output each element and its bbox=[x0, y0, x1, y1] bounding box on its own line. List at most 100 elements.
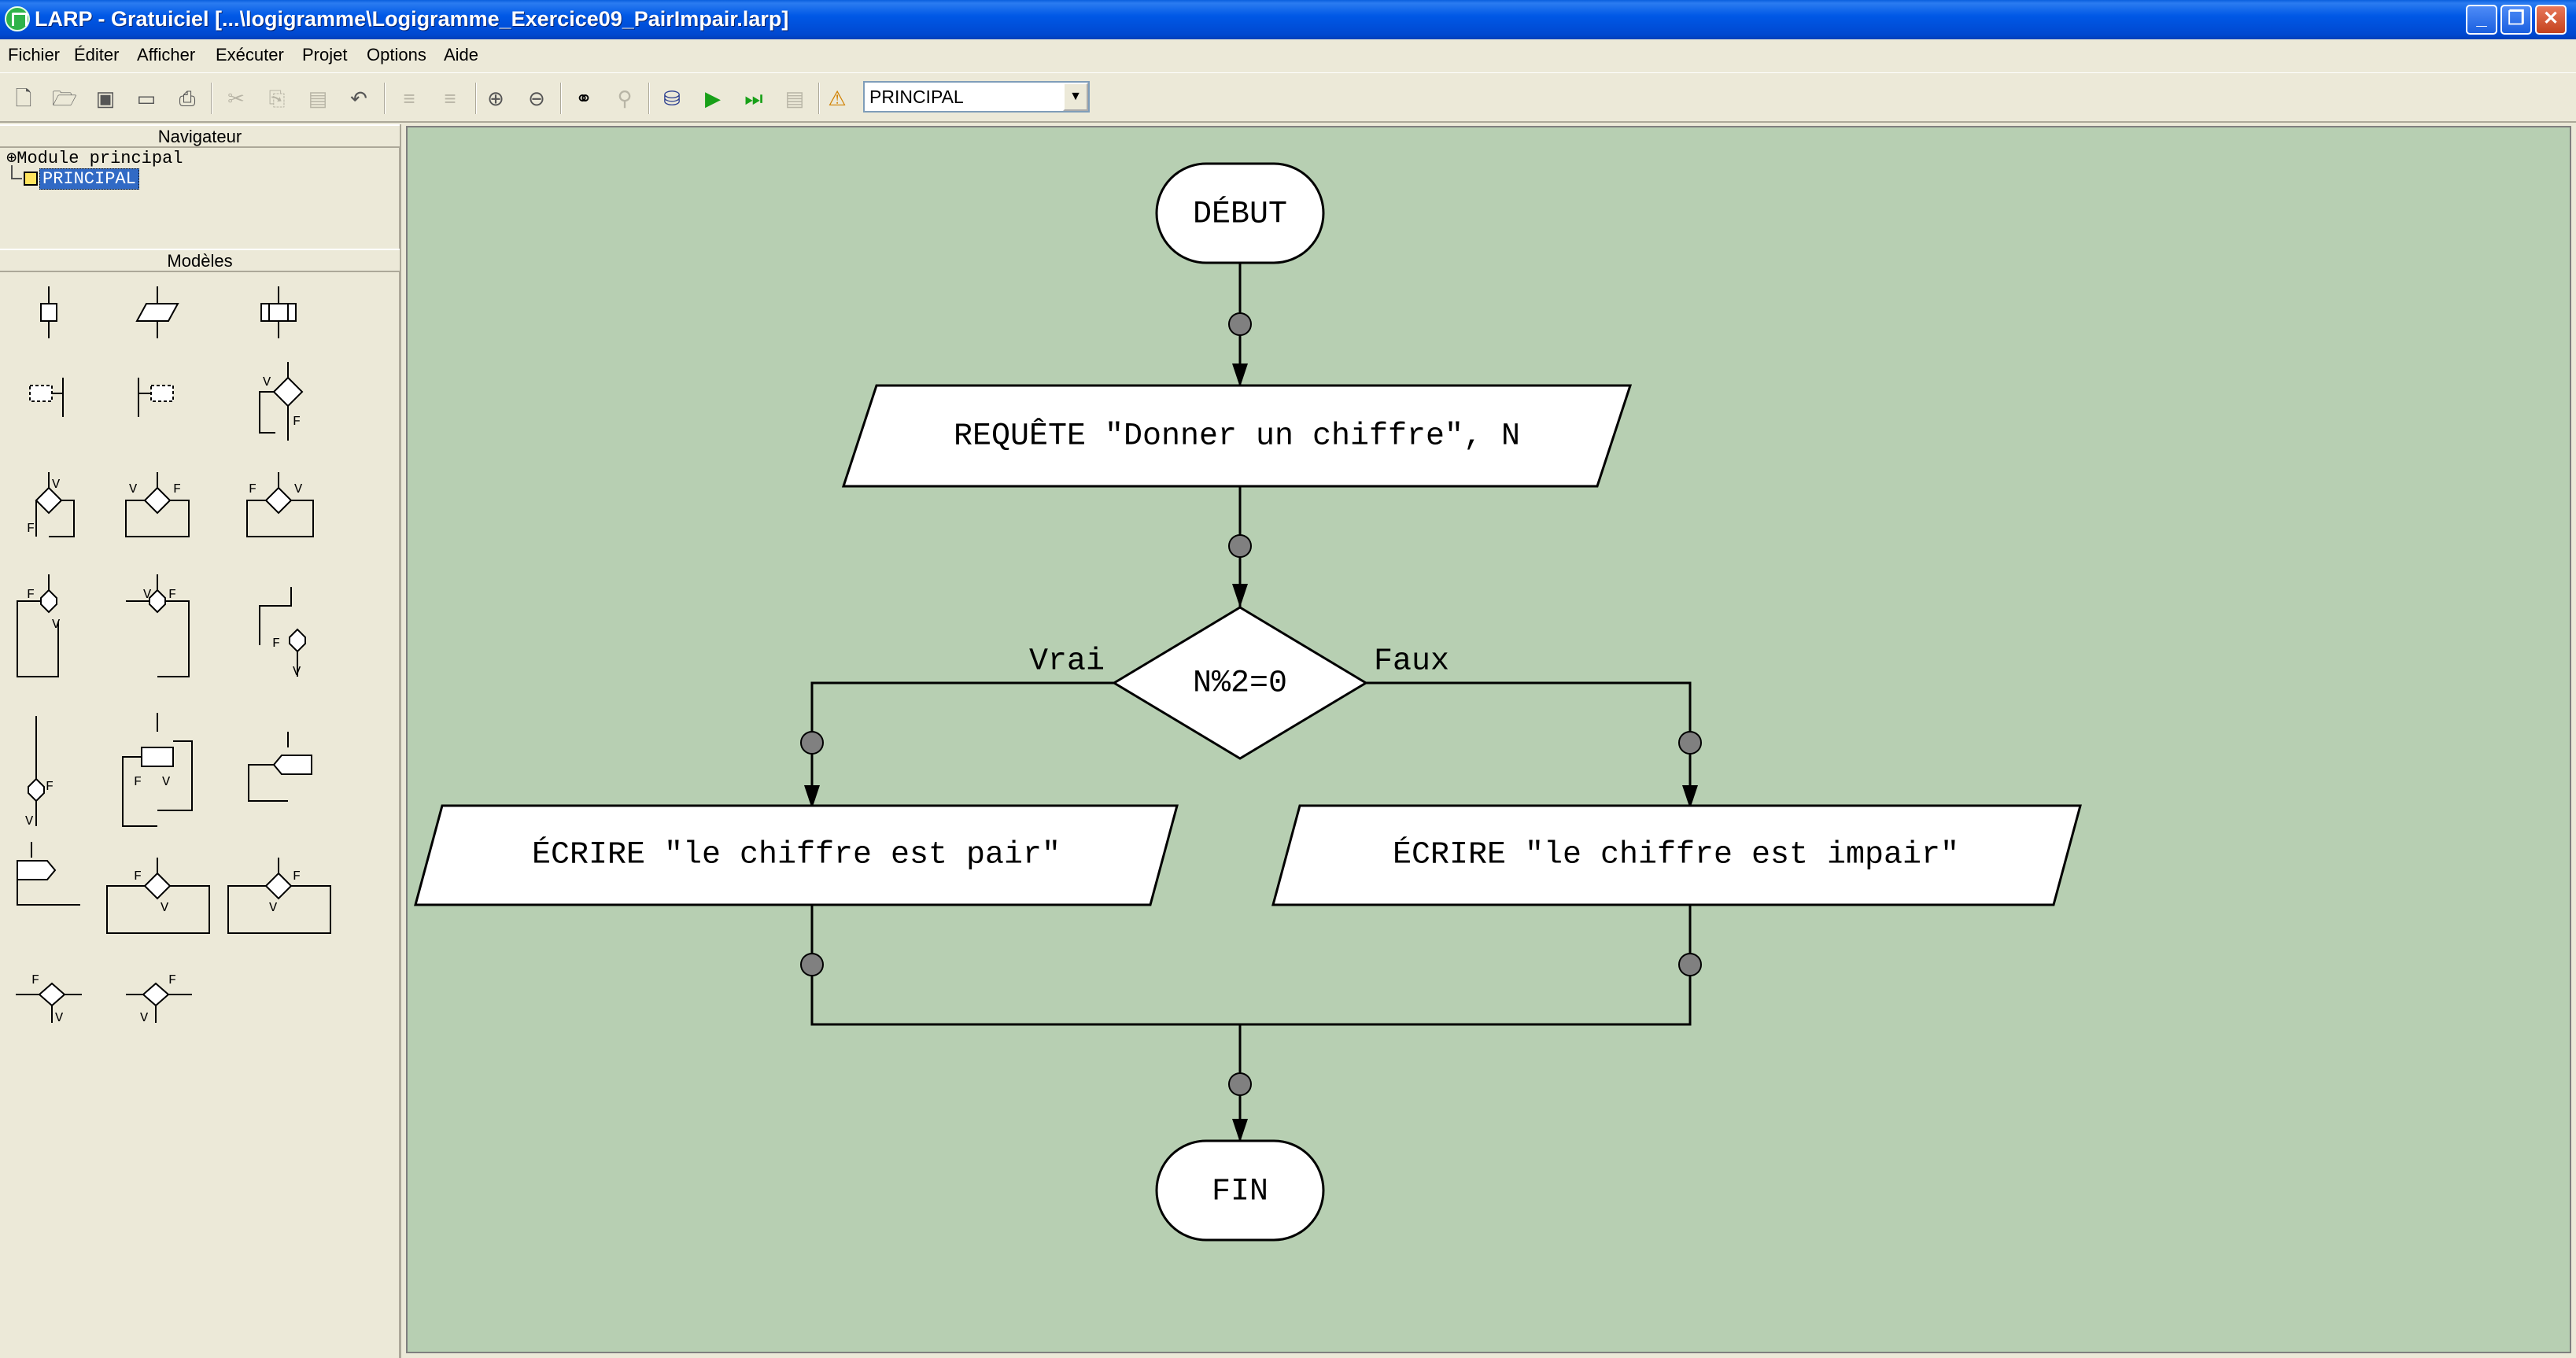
output-block-true[interactable] bbox=[414, 804, 1179, 906]
toolbar-separator bbox=[648, 83, 650, 114]
connector-dot[interactable] bbox=[1678, 731, 1702, 755]
false-branch-label: ÉCRIRE "le chiffre est impair" bbox=[1393, 836, 1959, 873]
menu-fichier[interactable]: Fichier bbox=[8, 45, 61, 65]
paste-icon[interactable]: ▤ bbox=[308, 87, 328, 110]
model-connector-out[interactable] bbox=[29, 378, 64, 417]
zoom-out-icon[interactable]: ⊖ bbox=[528, 87, 545, 110]
svg-text:F: F bbox=[27, 522, 35, 537]
menu-afficher[interactable]: Afficher bbox=[137, 45, 196, 65]
left-panel bbox=[0, 124, 401, 1358]
model-loop-decision[interactable] bbox=[259, 362, 304, 441]
replace-icon[interactable]: ⚲ bbox=[617, 87, 633, 110]
vrai-label: Vrai bbox=[1029, 644, 1105, 680]
print-icon[interactable]: ⎙ bbox=[179, 87, 196, 110]
svg-text:F: F bbox=[168, 973, 176, 988]
arrow-head bbox=[1682, 785, 1698, 809]
module-select[interactable]: PRINCIPAL bbox=[863, 81, 1090, 113]
compile-icon[interactable]: ⛁ bbox=[663, 87, 681, 110]
arrow-head bbox=[1232, 363, 1248, 387]
model-switch[interactable] bbox=[106, 858, 210, 934]
restore-button[interactable]: ❐ bbox=[2500, 5, 2532, 35]
run-icon[interactable]: ▶ bbox=[705, 87, 721, 110]
flow-line bbox=[810, 681, 1114, 809]
svg-text:V: V bbox=[129, 482, 138, 497]
model-call[interactable] bbox=[17, 842, 80, 906]
connector-dot[interactable] bbox=[800, 731, 824, 755]
svg-text:V: V bbox=[143, 588, 152, 603]
svg-text:F: F bbox=[46, 780, 54, 795]
copy-icon[interactable]: ⎘ bbox=[268, 87, 286, 110]
find-icon[interactable]: ⚭ bbox=[575, 87, 592, 110]
faux-label: Faux bbox=[1374, 644, 1449, 680]
connector-dot[interactable] bbox=[1228, 534, 1252, 558]
flowchart-canvas[interactable]: DÉBUT REQUÊTE "Donner un chiffre", N N%2… bbox=[406, 126, 2571, 1353]
chevron-down-icon[interactable]: ▼ bbox=[1063, 83, 1088, 111]
start-terminal[interactable] bbox=[1155, 162, 1325, 264]
zoom-in-icon[interactable]: ⊕ bbox=[487, 87, 504, 110]
new-icon[interactable]: 🗋 bbox=[15, 87, 32, 110]
svg-text:V: V bbox=[161, 901, 169, 916]
menu-projet[interactable]: Projet bbox=[302, 45, 348, 65]
indent-icon[interactable]: ≡ bbox=[403, 87, 415, 110]
model-while-loop[interactable] bbox=[17, 574, 59, 677]
model-if-then-else[interactable] bbox=[125, 472, 190, 537]
larp-app-icon[interactable] bbox=[5, 6, 30, 31]
flow-line bbox=[1366, 681, 1692, 809]
undo-icon[interactable]: ↶ bbox=[350, 87, 367, 110]
flow-line bbox=[810, 905, 1692, 1026]
svg-text:F: F bbox=[293, 415, 301, 430]
model-connector-in[interactable] bbox=[138, 378, 174, 417]
model-do-while[interactable] bbox=[28, 716, 45, 826]
end-terminal[interactable] bbox=[1155, 1139, 1325, 1242]
model-while-loop-2[interactable] bbox=[126, 574, 190, 677]
svg-text:F: F bbox=[27, 588, 35, 603]
svg-text:F: F bbox=[31, 973, 39, 988]
arrow-head bbox=[1232, 584, 1248, 607]
output-block-false[interactable] bbox=[1271, 804, 2082, 906]
menu-editer[interactable]: Éditer bbox=[74, 45, 120, 65]
svg-text:F: F bbox=[134, 869, 142, 884]
svg-text:V: V bbox=[25, 814, 34, 829]
model-goto-right[interactable] bbox=[126, 982, 192, 1023]
open-icon[interactable]: 🗁 bbox=[51, 87, 78, 110]
model-subroutine[interactable] bbox=[260, 286, 297, 338]
connector-dot[interactable] bbox=[1228, 1072, 1252, 1096]
decision-diamond[interactable] bbox=[1112, 606, 1368, 760]
menu-executer[interactable]: Exécuter bbox=[216, 45, 284, 65]
input-block[interactable] bbox=[841, 384, 1633, 488]
connector-dot[interactable] bbox=[1228, 312, 1252, 336]
minimize-button[interactable]: _ bbox=[2466, 5, 2497, 35]
model-switch-2[interactable] bbox=[227, 858, 331, 934]
connector-dot[interactable] bbox=[800, 953, 824, 976]
svg-text:F: F bbox=[293, 869, 301, 884]
menu-options[interactable]: Options bbox=[367, 45, 426, 65]
model-input-output[interactable] bbox=[135, 286, 179, 338]
svg-text:F: F bbox=[249, 482, 256, 497]
model-if-else[interactable] bbox=[246, 472, 314, 537]
navigator-item-principal[interactable]: PRINCIPAL bbox=[39, 168, 139, 190]
model-process[interactable] bbox=[40, 286, 57, 338]
menu-aide[interactable]: Aide bbox=[444, 45, 479, 65]
outdent-icon[interactable]: ≡ bbox=[444, 87, 456, 110]
toolbar-separator bbox=[560, 83, 562, 114]
console-icon[interactable]: ▤ bbox=[784, 87, 805, 110]
toolbar-separator bbox=[384, 83, 386, 114]
model-repeat-loop[interactable] bbox=[259, 587, 306, 677]
close-button[interactable]: ✕ bbox=[2535, 5, 2567, 35]
model-for-loop[interactable] bbox=[122, 713, 193, 827]
model-return[interactable] bbox=[248, 732, 312, 802]
navigator-root-item[interactable]: ⊕Module principal bbox=[6, 148, 183, 168]
svg-text:V: V bbox=[55, 1011, 64, 1026]
model-if-then[interactable] bbox=[35, 472, 75, 537]
connector-dot[interactable] bbox=[1678, 953, 1702, 976]
toolbar: 🗋 🗁 ▣ ▭ ⎙ ✂ ⎘ ▤ ↶ ≡ ≡ ⊕ ⊖ ⚭ ⚲ ⛁ ▶ ⏭ ▤ ⚠ bbox=[0, 72, 2576, 123]
models-header: Modèles bbox=[0, 249, 400, 272]
folder-icon[interactable]: ▭ bbox=[136, 87, 157, 110]
step-icon[interactable]: ⏭ bbox=[744, 87, 763, 110]
cut-icon[interactable]: ✂ bbox=[227, 87, 245, 110]
toolbar-separator bbox=[211, 83, 212, 114]
save-icon[interactable]: ▣ bbox=[95, 87, 116, 110]
expand-icon[interactable]: ⊕ bbox=[6, 149, 17, 168]
debug-icon[interactable]: ⚠ bbox=[828, 87, 847, 110]
model-goto-left[interactable] bbox=[16, 982, 82, 1023]
